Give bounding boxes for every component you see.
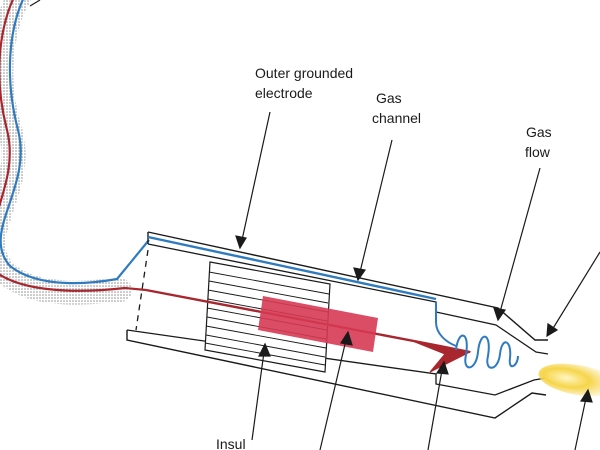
arrow-lower-right	[574, 397, 587, 450]
arrowhead-gas-flow	[493, 307, 507, 322]
label-gas-channel-line1: Gas	[376, 90, 402, 106]
ring-electrode-coil	[455, 334, 519, 369]
arrowhead-hv-tip	[435, 360, 449, 375]
nozzle-back-dashed	[135, 249, 149, 331]
arrowhead-central-electrode	[340, 330, 353, 346]
ground-wire	[0, 0, 150, 285]
arrow-outer-electrode	[241, 111, 271, 241]
label-insulator: Insul	[216, 436, 246, 450]
arrow-gas-channel	[359, 139, 393, 273]
high-voltage-wire	[0, 0, 147, 292]
gas-channel-inner-wall	[147, 243, 549, 355]
arrow-plume	[551, 251, 600, 331]
arrowhead-plume	[546, 322, 559, 338]
label-gas-flow-line1: Gas	[526, 124, 552, 140]
arrow-hv-tip	[427, 369, 443, 450]
cable-sheath	[0, 0, 132, 305]
arrowhead-lower-right	[579, 388, 593, 403]
arrowhead-insulator	[258, 342, 271, 357]
arrowhead-gas-channel	[353, 267, 367, 282]
label-gas-channel-line2: channel	[372, 110, 421, 126]
outer-grounded-electrode	[147, 235, 437, 301]
inner-bottom-wall	[126, 329, 547, 396]
label-outer-electrode-line1: Outer grounded	[255, 65, 353, 81]
hv-electrode-tip	[409, 339, 472, 373]
arrow-gas-flow	[499, 167, 541, 313]
arrowhead-outer-electrode	[235, 235, 247, 250]
arrow-cable-top	[29, 0, 41, 7]
label-gas-flow-line2: flow	[525, 144, 551, 160]
plasma-plume	[538, 363, 600, 397]
arrow-insulator	[251, 351, 265, 441]
nozzle-body-bottom	[126, 330, 547, 419]
arrow-central-electrode	[319, 339, 347, 450]
label-outer-electrode-line2: electrode	[255, 85, 313, 101]
nozzle-body-top	[147, 231, 548, 341]
ground-ring-lead	[435, 302, 457, 347]
